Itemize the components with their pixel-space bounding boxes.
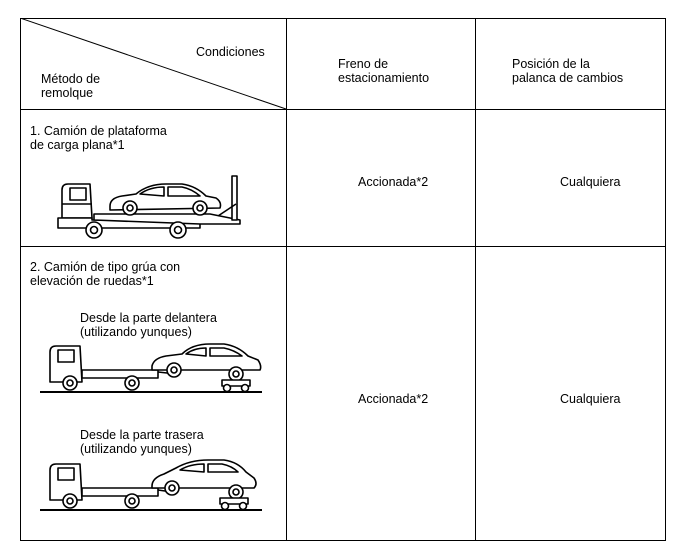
column-divider bbox=[475, 18, 476, 541]
row-divider bbox=[20, 246, 666, 247]
towing-table bbox=[20, 18, 666, 541]
header-divider bbox=[20, 109, 666, 110]
row-2-lever-position: Cualquiera bbox=[560, 392, 621, 406]
row-2-method: 2. Camión de tipo grúa con elevación de … bbox=[30, 260, 181, 288]
wheel-lift-front-tow-icon bbox=[40, 343, 262, 393]
header-parking-brake: Freno de estacionamiento bbox=[338, 57, 430, 85]
row-2-sub-front: Desde la parte delantera (utilizando yun… bbox=[80, 311, 217, 339]
header-conditions: Condiciones bbox=[196, 45, 265, 59]
header-diagonal bbox=[20, 18, 287, 110]
column-divider bbox=[286, 18, 287, 541]
row-1-method: 1. Camión de plataforma de carga plana*1 bbox=[30, 124, 167, 152]
row-2-sub-rear: Desde la parte trasera (utilizando yunqu… bbox=[80, 428, 204, 456]
header-method: Método de remolque bbox=[41, 72, 101, 100]
row-1-lever-position: Cualquiera bbox=[560, 175, 621, 189]
row-2-parking-brake: Accionada*2 bbox=[358, 392, 429, 406]
header-lever-position: Posición de la palanca de cambios bbox=[512, 57, 624, 85]
row-1-parking-brake: Accionada*2 bbox=[358, 175, 429, 189]
flatbed-truck-icon bbox=[57, 175, 241, 239]
wheel-lift-rear-tow-icon bbox=[40, 459, 262, 511]
